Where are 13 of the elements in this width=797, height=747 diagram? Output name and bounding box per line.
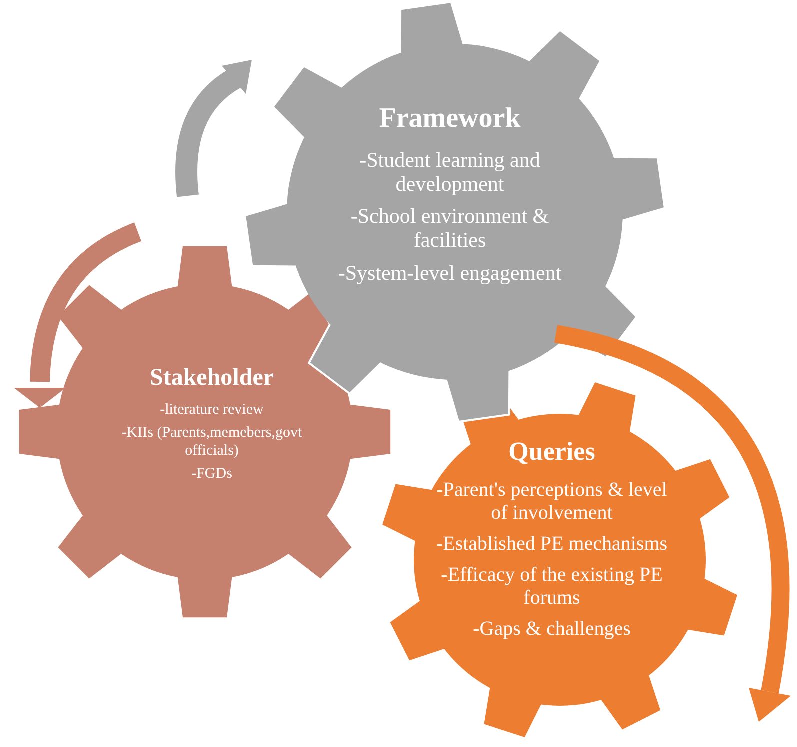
gear-text: -Efficacy of the existing PE forums <box>440 564 664 610</box>
gear-title: Framework <box>379 102 521 136</box>
gear-title: Stakeholder <box>150 364 274 393</box>
gear-text: -School environment & facilities <box>350 204 550 253</box>
gear-text: -System-level engagement <box>338 260 562 285</box>
gear-text: -Student learning and development <box>358 148 542 196</box>
gear-text: -literature review <box>160 402 264 420</box>
gear-text: -KIIs (Parents,memebers,govt officials) <box>120 425 304 460</box>
gear-text: -Gaps & challenges <box>473 618 631 641</box>
gear-title: Queries <box>508 436 596 468</box>
gear-text: -Established PE mechanisms <box>436 533 668 556</box>
gear-text: -FGDs <box>192 466 232 483</box>
gear-text: -Parent's perceptions & level of involvement <box>436 479 668 525</box>
